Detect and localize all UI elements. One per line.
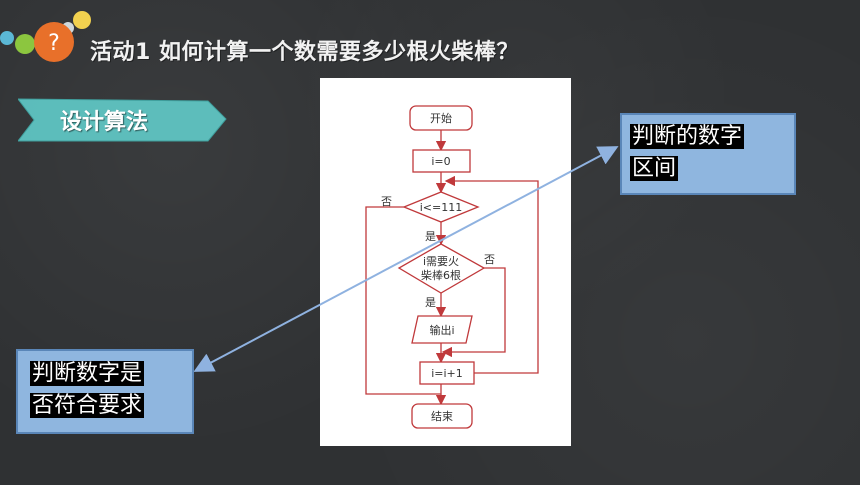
end-node [411, 403, 473, 429]
dot-blue [0, 31, 14, 45]
section-label: 设计算法 [60, 110, 149, 135]
callout-check-line1: 判断数字是 [30, 361, 145, 386]
pointer-arrow [193, 146, 619, 372]
callout-interval: 判断的数字 区间 [620, 113, 796, 195]
start-label: 开始 [430, 111, 452, 125]
page-title: 活动1 如何计算一个数需要多少根火柴棒？ [90, 40, 519, 65]
yes2-label: 是 [425, 296, 436, 309]
callout-check-line2: 否符合要求 [30, 393, 145, 418]
help-icon [34, 22, 74, 62]
end-label: 结束 [431, 410, 453, 423]
decorative-dots: ? [0, 11, 91, 62]
callout-check: 判断数字是 否符合要求 [16, 349, 194, 434]
dot-green [15, 34, 35, 54]
condition2-label-2: 柴棒6根 [421, 268, 461, 282]
dot-yellow [73, 11, 91, 29]
help-icon-glyph: ? [48, 31, 60, 56]
condition2-label-1: i需要火 [423, 255, 459, 268]
condition1-label: i<=111 [420, 201, 463, 214]
callout-interval-line2: 区间 [630, 156, 679, 181]
section-banner [18, 98, 227, 142]
no1-label: 否 [381, 195, 392, 208]
callout-interval-line1: 判断的数字 [630, 124, 745, 149]
increment-label: i=i+1 [431, 367, 463, 380]
no2-label: 否 [484, 253, 495, 266]
yes1-label: 是 [425, 230, 436, 243]
output-label: 输出i [429, 323, 454, 337]
init-label: i=0 [431, 155, 450, 168]
